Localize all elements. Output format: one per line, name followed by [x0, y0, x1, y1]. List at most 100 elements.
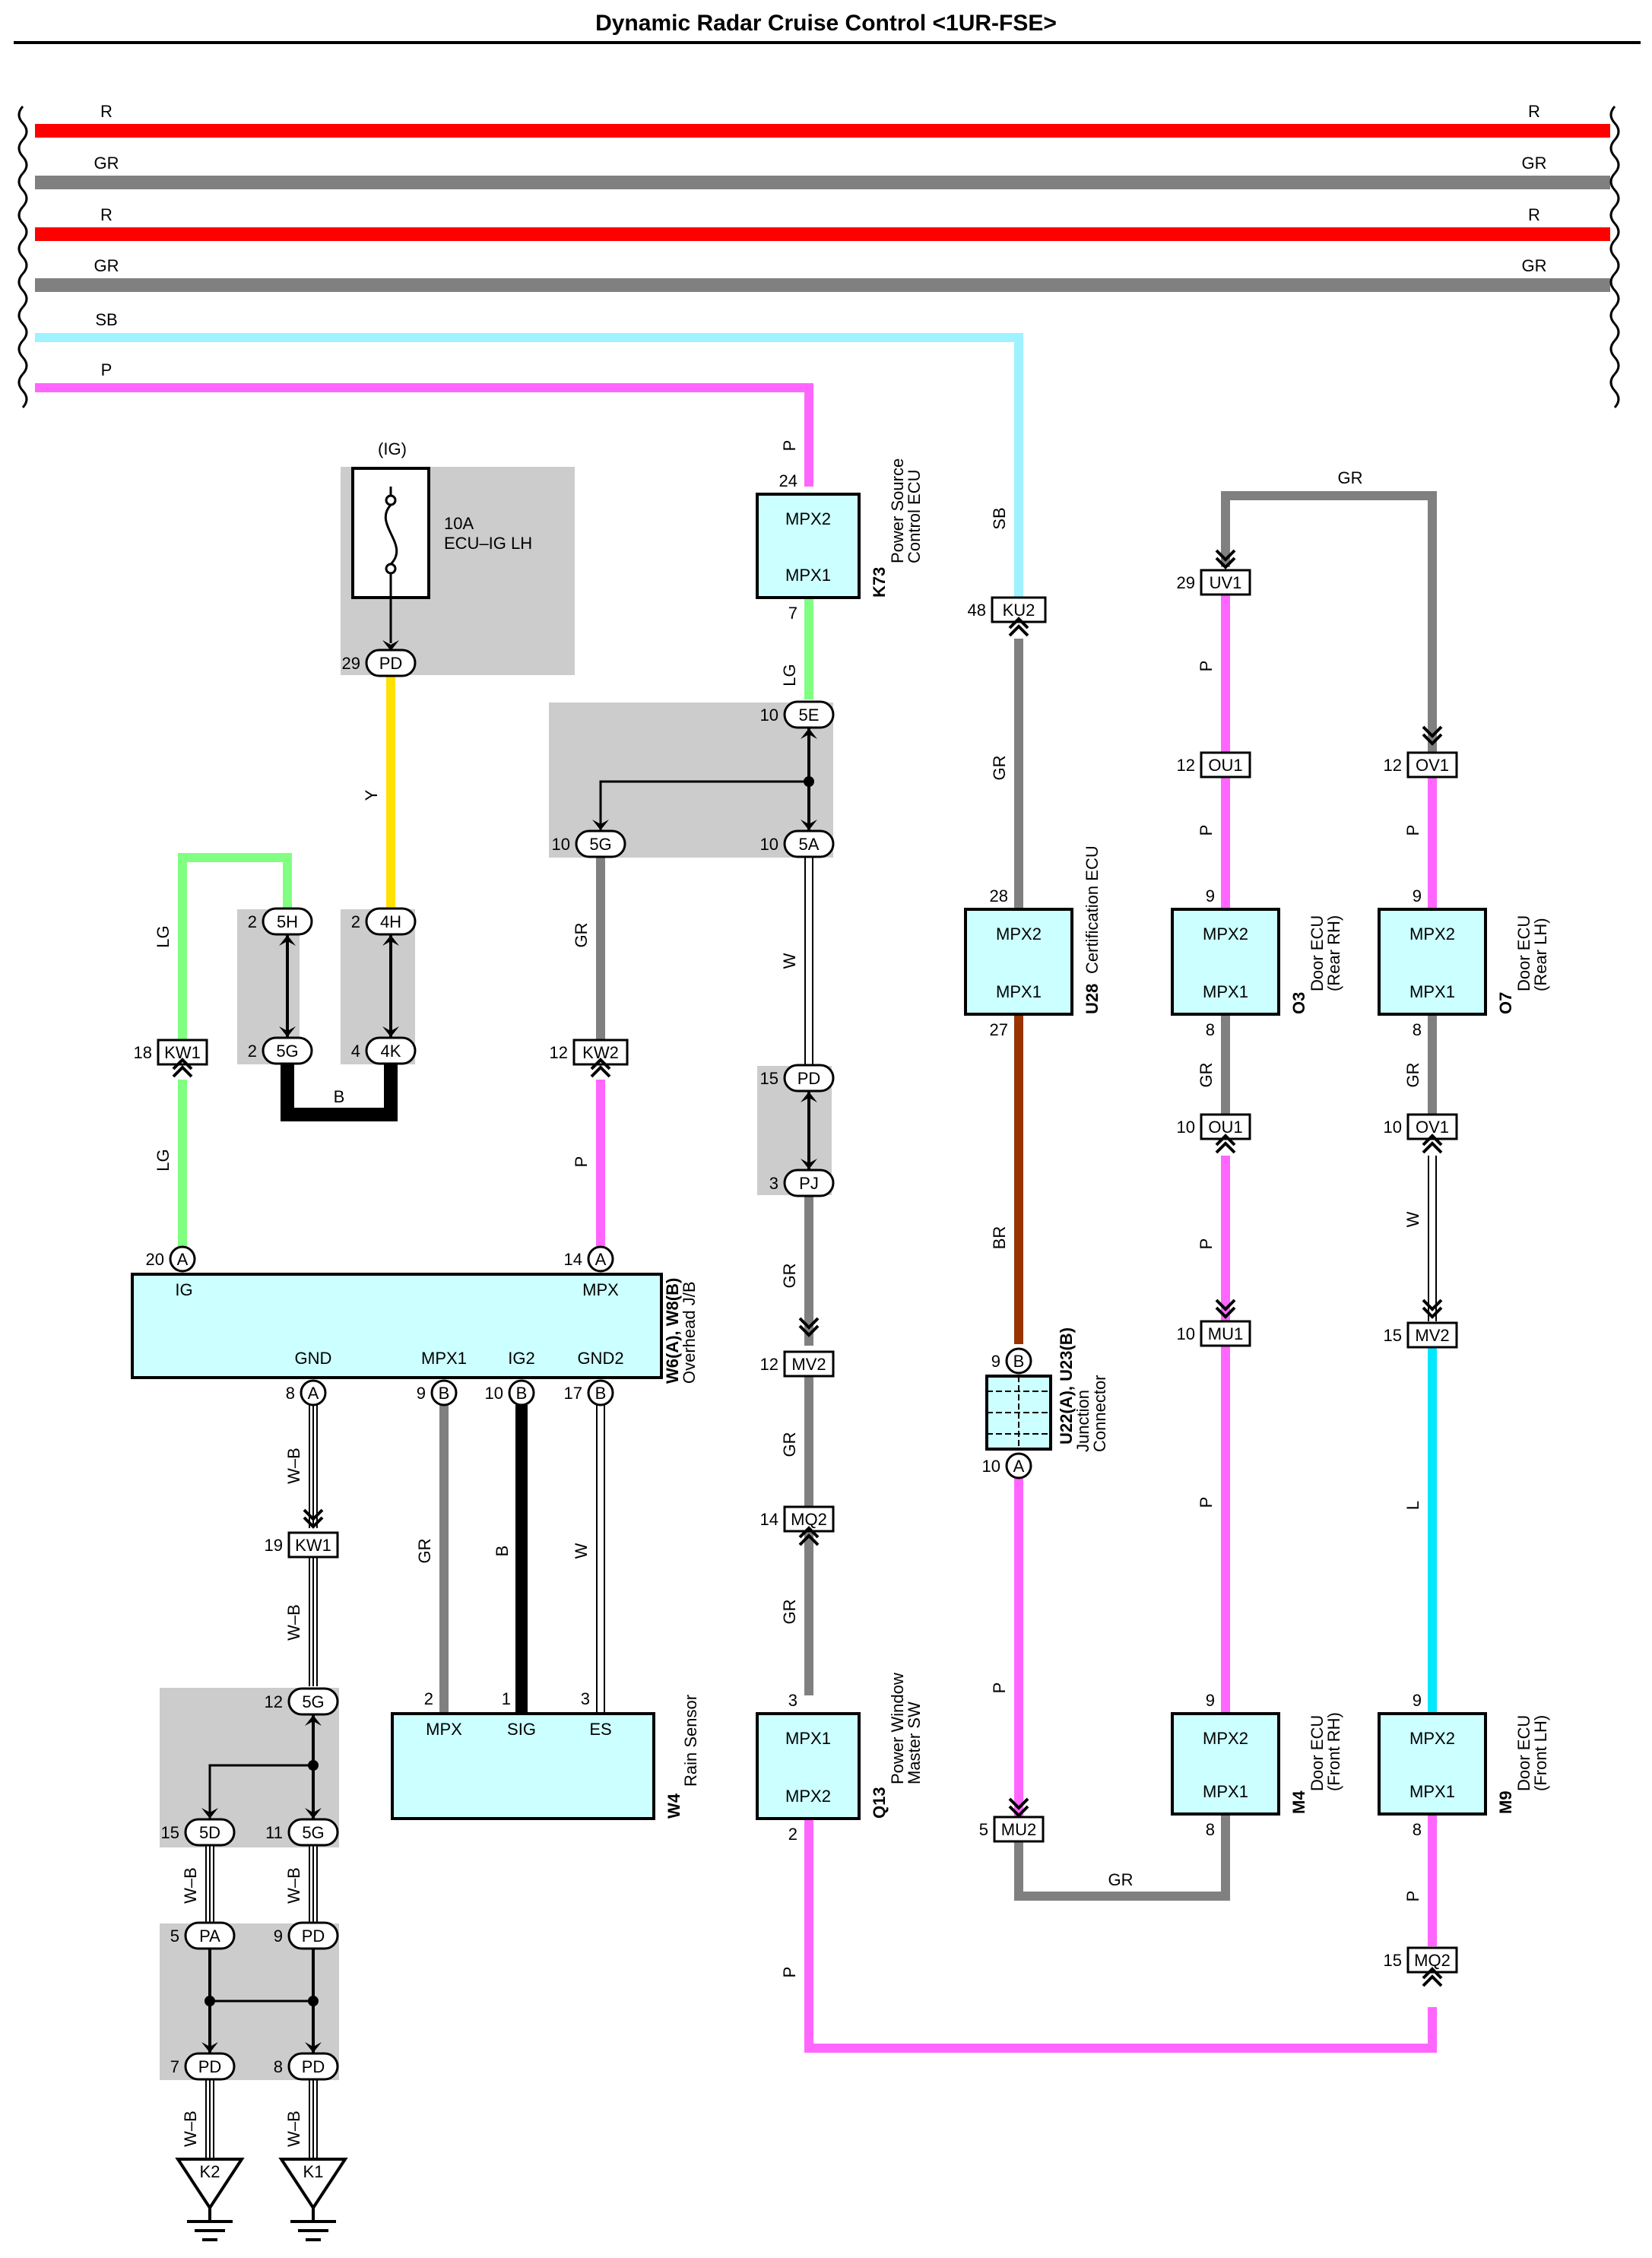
wire-color-label: P	[780, 440, 799, 452]
pin-number: 12	[1384, 756, 1402, 775]
junction-pin-top	[1005, 1347, 1032, 1375]
connector-chevron	[172, 1058, 193, 1070]
bus-color-label: SB	[95, 310, 117, 329]
wire-color-label: W	[1403, 1211, 1422, 1227]
connector-chevron	[1422, 725, 1443, 738]
wire-p-q13	[804, 1819, 1437, 2053]
wire-color-label: Y	[362, 789, 381, 801]
wire-color-label: P	[780, 1967, 799, 1978]
sensor-pin-label: SIG	[507, 1720, 536, 1739]
pin-number: 8	[1206, 1820, 1215, 1839]
ecu-pin-label: MPX1	[785, 1729, 831, 1748]
bus-color-label: GR	[94, 256, 119, 275]
fuse-terminal	[385, 494, 397, 506]
sensor-pin-label: ES	[589, 1720, 611, 1739]
component-name: Power Window	[888, 1673, 907, 1784]
connector-name: UV1	[1210, 573, 1242, 592]
pin-number: 8	[1206, 1020, 1215, 1039]
connector-kw1	[287, 1531, 339, 1559]
jb-arrow	[382, 935, 399, 946]
ecu-pin-label: MPX1	[1409, 1782, 1455, 1801]
jb-arrow	[801, 728, 817, 739]
splice-dot	[308, 1996, 319, 2006]
splice-dot	[205, 1996, 215, 2006]
connector-chevron	[590, 1058, 611, 1070]
jb-pin-name: PD	[797, 1069, 821, 1088]
break-mark	[17, 306, 28, 342]
connector-chevron	[303, 1516, 324, 1529]
pin-number: 15	[161, 1823, 179, 1842]
overhead-jb	[131, 1273, 663, 1379]
junction-pin-bottom	[1005, 1452, 1032, 1479]
bus-color-label: P	[101, 360, 113, 379]
pin-number: 20	[146, 1250, 164, 1269]
ecu-k73	[756, 493, 861, 599]
jb-pin-name: 4H	[380, 912, 401, 931]
pin-number: 14	[564, 1250, 582, 1269]
connector-chevron	[1215, 1134, 1236, 1146]
component-code: M9	[1496, 1790, 1515, 1814]
connector-chevron	[1008, 1805, 1029, 1818]
connector-mu2	[993, 1816, 1045, 1843]
fuse-element	[384, 503, 398, 566]
ground-label: K2	[200, 2162, 220, 2181]
component-code: O7	[1496, 992, 1515, 1014]
wire-color-label: L	[1403, 1501, 1422, 1510]
connector-chevron	[590, 1065, 611, 1078]
jb-bottom-pin	[587, 1379, 614, 1406]
ecu-o3	[1171, 908, 1280, 1016]
fuse-header: (IG)	[378, 439, 407, 458]
wire-color-label: P	[990, 1682, 1009, 1694]
ecu-pin-label: MPX2	[785, 509, 831, 528]
connector-chevron	[1008, 617, 1029, 630]
pin-number: 1	[502, 1689, 511, 1708]
connector-letter: B	[595, 1384, 607, 1403]
wire-color-label: W–B	[284, 2111, 303, 2147]
pin-number: 2	[248, 1042, 257, 1061]
component-name: (Front RH)	[1324, 1712, 1343, 1791]
pin-number: 7	[788, 604, 797, 623]
wire-color-label: W–B	[284, 1448, 303, 1484]
wire-color-label: LG	[780, 664, 799, 686]
jb-pin-name: 5G	[302, 1823, 324, 1842]
pin-number: 7	[170, 2057, 179, 2076]
component-name: Junction	[1073, 1390, 1092, 1452]
wire-color-label: BR	[990, 1226, 1009, 1250]
wire-color-label: SB	[990, 507, 1009, 529]
connector-name: MV2	[1415, 1326, 1449, 1345]
connector-name: KW1	[164, 1043, 201, 1062]
title-rule	[14, 41, 1641, 44]
connector-name: MU2	[1001, 1820, 1036, 1839]
break-mark	[1609, 138, 1620, 175]
jb-pin-name: PA	[199, 1927, 220, 1946]
jb-top-pin	[169, 1245, 196, 1273]
pin-number: 10	[760, 835, 778, 854]
ecu-m9	[1378, 1712, 1487, 1816]
jb-pin-5g	[287, 1687, 339, 1716]
pin-number: 2	[351, 912, 360, 931]
jb-pin-label: GND2	[577, 1349, 623, 1368]
component-name: Door ECU	[1308, 915, 1327, 991]
jb-pin-4h	[365, 907, 417, 936]
pin-number: 17	[564, 1384, 582, 1403]
pin-number: 48	[968, 601, 986, 620]
wire-color-label: P	[1197, 1238, 1216, 1250]
pin-number: 15	[760, 1069, 778, 1088]
bus-color-label: R	[100, 102, 113, 121]
connector-letter: B	[439, 1384, 450, 1403]
pin-number: 5	[170, 1927, 179, 1946]
wire-color-label: GR	[572, 923, 591, 948]
ecu-u28	[964, 908, 1073, 1016]
connector-letter: A	[1013, 1457, 1025, 1476]
wire-color-label: P	[1403, 1891, 1422, 1902]
connector-chevron	[1215, 1306, 1236, 1319]
connector-chevron	[1422, 1134, 1443, 1146]
connector-name: KW1	[295, 1536, 331, 1555]
ecu-pin-label: MPX1	[1203, 982, 1248, 1001]
pin-number: 9	[1206, 1691, 1215, 1710]
splice-dot	[804, 776, 814, 787]
pin-number: 2	[788, 1825, 797, 1844]
rain-sensor	[391, 1712, 655, 1820]
connector-chevron	[1215, 1141, 1236, 1154]
component-code: M4	[1289, 1790, 1308, 1814]
